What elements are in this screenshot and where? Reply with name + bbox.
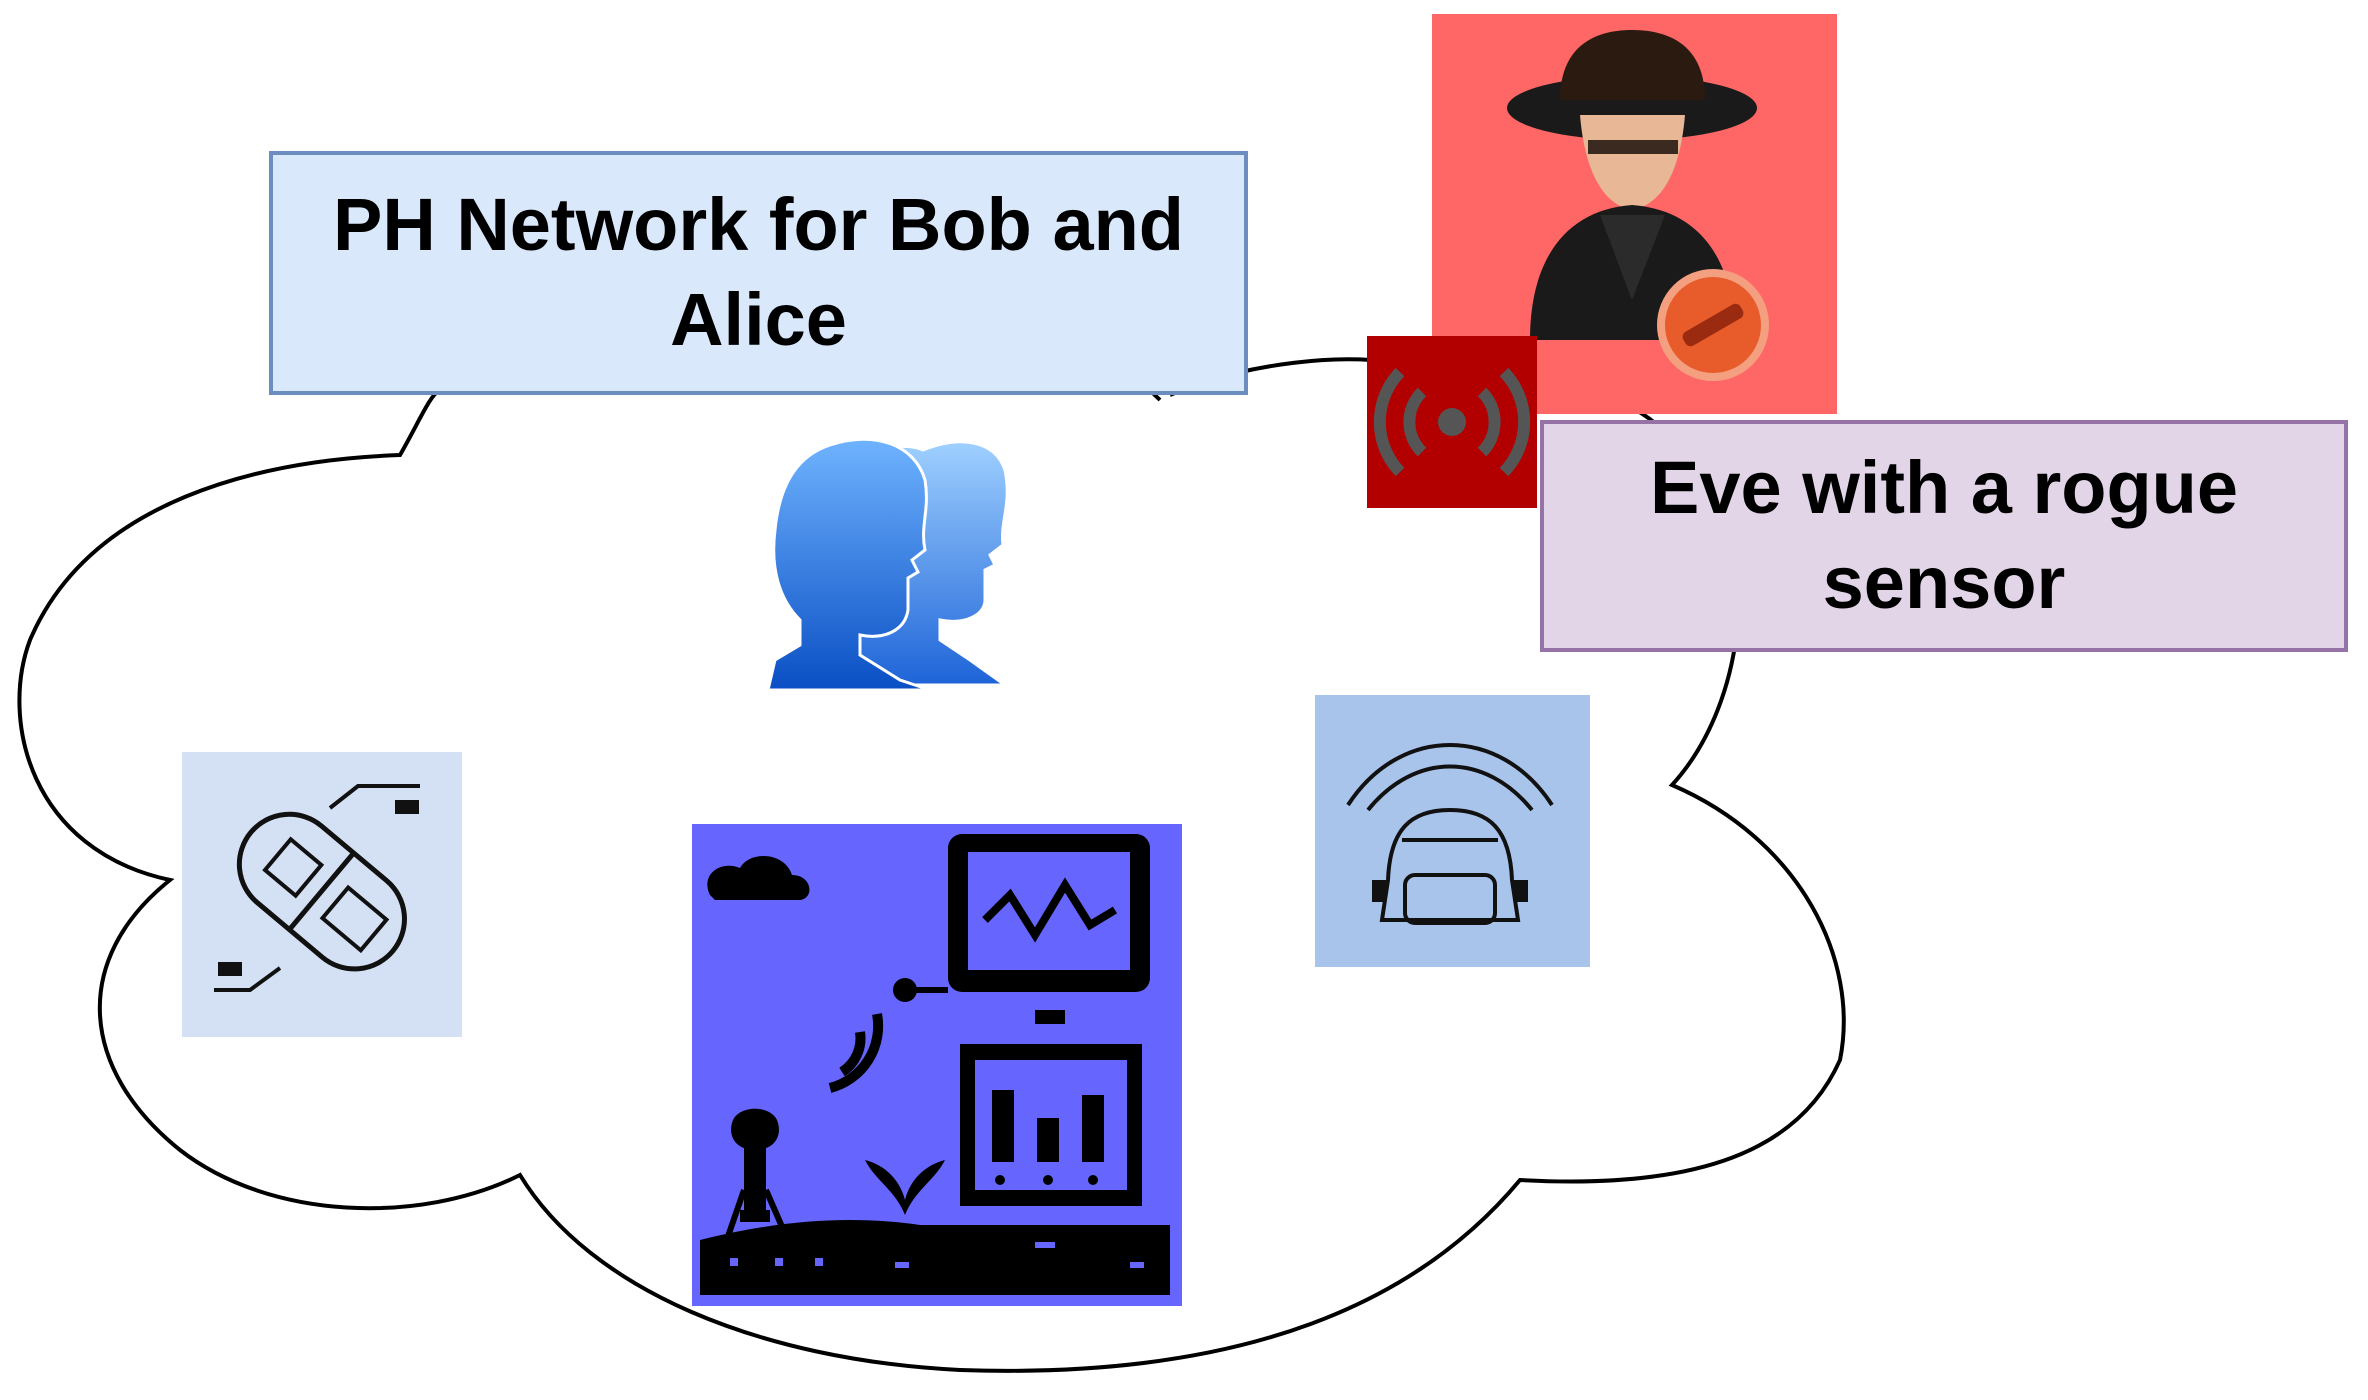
- eve-label-text: Eve with a rogue sensor: [1649, 446, 2239, 624]
- network-label-text: PH Network for Bob and Alice: [332, 183, 1185, 361]
- network-label: PH Network for Bob and Alice: [269, 151, 1248, 395]
- bob-alice-users-icon: [766, 437, 1010, 692]
- smart-pill-sensor-icon: [182, 752, 462, 1037]
- no-entry-icon: [1657, 269, 1769, 381]
- eve-label: Eve with a rogue sensor: [1540, 420, 2348, 652]
- vehicle-radar-sensor-icon: [1315, 695, 1590, 967]
- smart-farm-sensor-icon: [692, 824, 1182, 1306]
- rogue-sensor-icon: [1367, 336, 1537, 508]
